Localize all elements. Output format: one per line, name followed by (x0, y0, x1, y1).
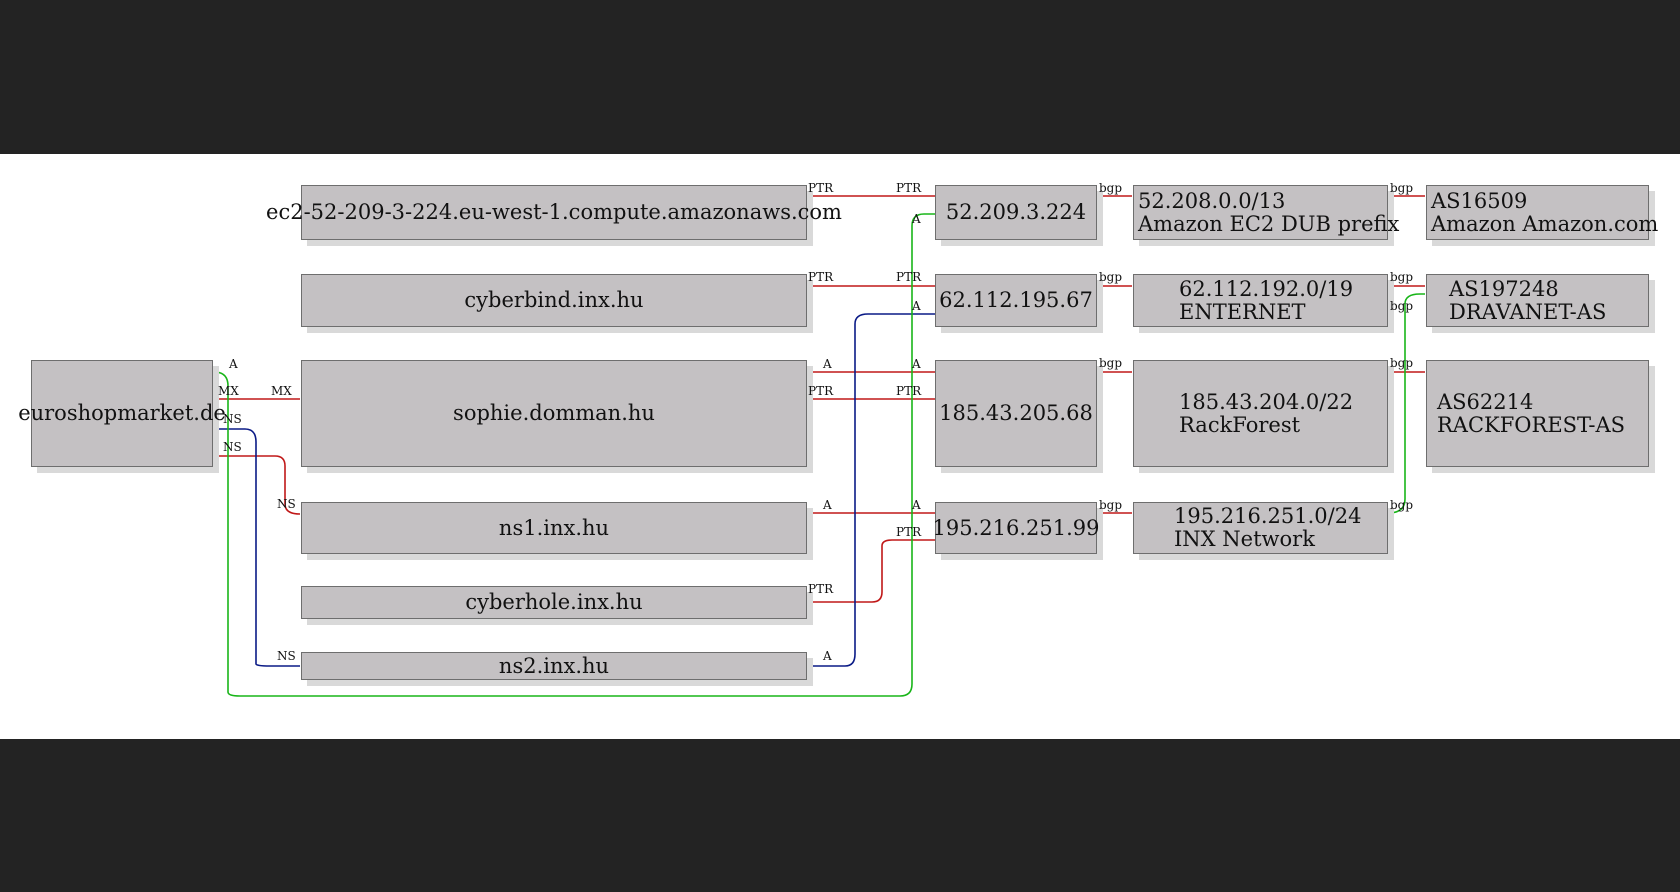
host-node-cyberhole[interactable]: cyberhole.inx.hu (301, 586, 807, 619)
prefix-node-2[interactable]: 62.112.192.0/19 ENTERNET (1133, 274, 1388, 327)
edge-label-ns: NS (223, 440, 242, 454)
edge-label-bgp: bgp (1390, 356, 1414, 370)
edge-label-bgp: bgp (1099, 356, 1123, 370)
edge-label-a: A (229, 357, 238, 371)
as-node-3[interactable]: AS62214 RACKFOREST-AS (1426, 360, 1649, 467)
edge-label-mx: MX (218, 384, 239, 398)
edge-label-bgp: bgp (1390, 270, 1414, 284)
prefix-node-4[interactable]: 195.216.251.0/24 INX Network (1133, 502, 1388, 554)
edge-label-ptr: PTR (896, 525, 922, 539)
ip-node-4[interactable]: 195.216.251.99 (933, 502, 1100, 554)
edge-a-ns2 (807, 313, 935, 667)
host-node-ns2[interactable]: ns2.inx.hu (301, 652, 807, 680)
ip-node-1[interactable]: 52.209.3.224 (935, 185, 1097, 240)
edge-label-ptr: PTR (896, 270, 922, 284)
edge-label-a: A (912, 299, 921, 313)
domain-node[interactable]: euroshopmarket.de (18, 360, 226, 467)
edge-label-a: A (823, 649, 832, 663)
diagram-canvas: euroshopmarket.de ec2-52-209-3-224.eu-we… (0, 154, 1680, 739)
edge-label-bgp: bgp (1099, 181, 1123, 195)
host-node-ec2[interactable]: ec2-52-209-3-224.eu-west-1.compute.amazo… (266, 185, 842, 240)
edges-layer (213, 195, 1425, 697)
edge-ns-ns1 (214, 455, 301, 515)
edge-label-ns: NS (277, 649, 296, 663)
host-node-ns1[interactable]: ns1.inx.hu (301, 502, 807, 554)
edge-label-ptr: PTR (896, 384, 922, 398)
edge-bgp-green (1387, 293, 1425, 514)
edge-a-domain (213, 213, 935, 697)
edge-label-ptr: PTR (896, 181, 922, 195)
as-node-2[interactable]: AS197248 DRAVANET-AS (1426, 274, 1649, 327)
edge-label-mx: MX (271, 384, 292, 398)
edge-label-ptr: PTR (808, 582, 834, 596)
edge-label-bgp: bgp (1099, 498, 1123, 512)
host-node-sophie[interactable]: sophie.domman.hu (301, 360, 807, 467)
edge-label-a: A (823, 498, 832, 512)
ip-node-3[interactable]: 185.43.205.68 (935, 360, 1097, 467)
edge-label-a: A (912, 212, 921, 226)
edge-label-bgp: bgp (1390, 498, 1414, 512)
prefix-node-3[interactable]: 185.43.204.0/22 RackForest (1133, 360, 1388, 467)
as-node-1[interactable]: AS16509 Amazon Amazon.com (1426, 185, 1658, 240)
edge-label-ptr: PTR (808, 181, 834, 195)
host-node-cyberbind[interactable]: cyberbind.inx.hu (301, 274, 807, 327)
edge-ptr-cyberhole (807, 539, 935, 603)
edge-label-ns: NS (223, 412, 242, 426)
edge-label-bgp: bgp (1390, 299, 1414, 313)
edge-ns-ns2 (214, 428, 300, 667)
ip-node-2[interactable]: 62.112.195.67 (935, 274, 1097, 327)
edge-label-ptr: PTR (808, 384, 834, 398)
edge-label-a: A (823, 357, 832, 371)
prefix-node-1[interactable]: 52.208.0.0/13 Amazon EC2 DUB prefix (1133, 185, 1399, 240)
edge-label-a: A (912, 498, 921, 512)
edge-label-a: A (912, 357, 921, 371)
edge-label-bgp: bgp (1099, 270, 1123, 284)
edge-label-ptr: PTR (808, 270, 834, 284)
edge-label-ns: NS (277, 497, 296, 511)
edge-label-bgp: bgp (1390, 181, 1414, 195)
